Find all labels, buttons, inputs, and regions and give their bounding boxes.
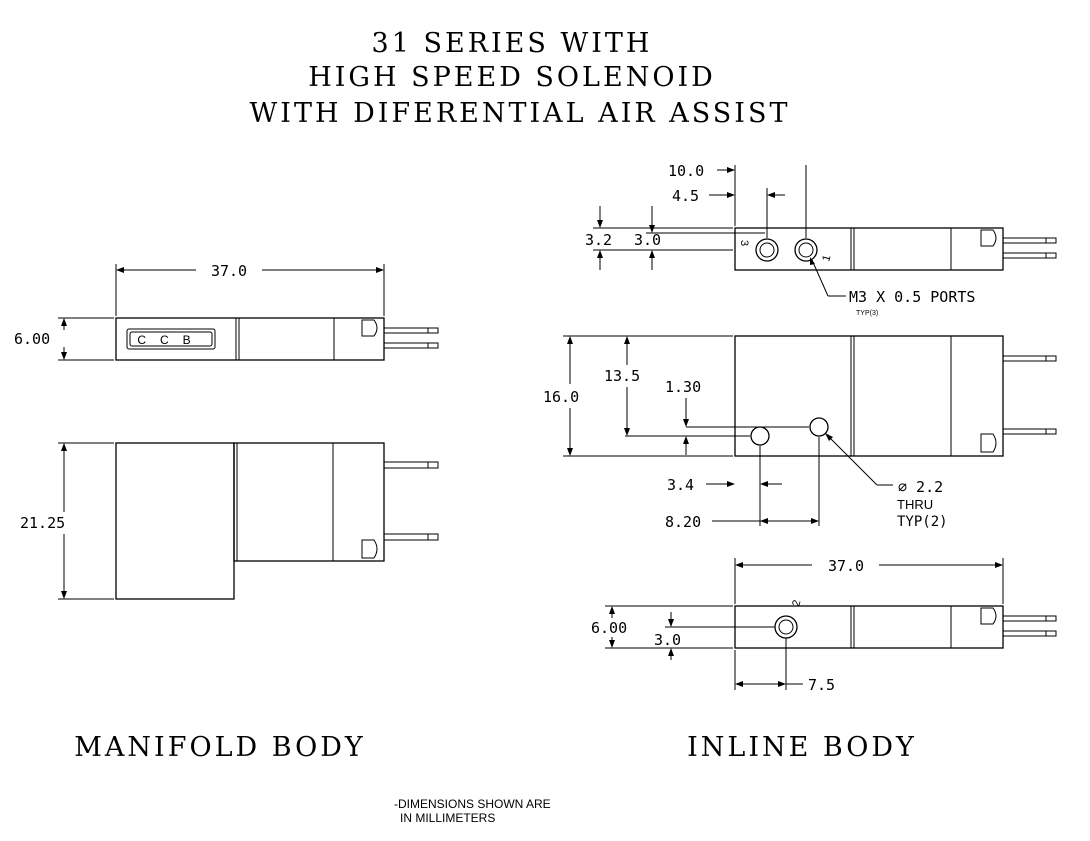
hole-callout-diameter: ⌀ 2.2 xyxy=(898,478,943,496)
inline-dim-3-0-top-text: 3.0 xyxy=(634,231,661,249)
inline-dim-10-0-text: 10.0 xyxy=(668,162,704,180)
manifold-top-view: CCB 37.0 6.00 xyxy=(14,262,439,361)
inline-dim-4-5-text: 4.5 xyxy=(672,187,699,205)
port-1-symbol xyxy=(794,238,818,262)
manifold-side-connector xyxy=(361,539,378,559)
inline-dim-1-30-text: 1.30 xyxy=(665,378,701,396)
manifold-top-connector xyxy=(361,319,378,337)
inline-dim-3-2-and-3-0: 3.2 3.0 xyxy=(585,206,765,270)
hole-callout: ⌀ 2.2 THRU TYP(2) xyxy=(825,433,948,530)
note-line-1: -DIMENSIONS SHOWN ARE xyxy=(394,797,551,811)
drawing-title: 31 SERIES WITH HIGH SPEED SOLENOID WITH … xyxy=(250,28,791,129)
manifold-side-wires xyxy=(384,461,439,541)
note-line-2: IN MILLIMETERS xyxy=(400,811,495,825)
inline-top-body xyxy=(734,227,1004,271)
inline-body-label: INLINE BODY xyxy=(687,732,917,763)
manifold-body-label: MANIFOLD BODY xyxy=(74,732,365,763)
inline-dim-3-4: 3.4 xyxy=(667,446,782,526)
ccb-logo: CCB xyxy=(126,328,216,350)
port-number-1: 1 xyxy=(820,254,833,263)
inline-dim-3-2-text: 3.2 xyxy=(585,231,612,249)
inline-dim-6-00-text: 6.00 xyxy=(591,619,627,637)
manifold-dim-length: 37.0 xyxy=(115,262,385,316)
ccb-logo-text: CCB xyxy=(137,333,204,347)
manifold-dim-thickness: 6.00 xyxy=(14,317,114,361)
inline-side-body xyxy=(734,335,1004,457)
inline-dim-10-0: 10.0 xyxy=(668,162,807,238)
inline-dim-16-0-text: 16.0 xyxy=(543,388,579,406)
thru-hole-1 xyxy=(750,426,770,446)
manifold-dim-length-text: 37.0 xyxy=(211,262,247,280)
port-3-symbol xyxy=(755,238,779,262)
inline-dim-16-0: 16.0 xyxy=(543,335,733,457)
inline-dim-13-5-text: 13.5 xyxy=(604,367,640,385)
inline-side-wires xyxy=(1003,355,1057,435)
inline-dim-8-20-text: 8.20 xyxy=(665,513,701,531)
inline-dim-37-0-text: 37.0 xyxy=(828,557,864,575)
inline-top-connector xyxy=(980,229,997,247)
inline-dim-3-0-bottom-text: 3.0 xyxy=(654,631,681,649)
inline-dim-37-0: 37.0 xyxy=(734,557,1004,604)
inline-dim-13-5: 13.5 xyxy=(604,336,750,437)
manifold-top-body xyxy=(115,317,385,361)
inline-dim-3-0-bottom: 3.0 xyxy=(654,612,775,660)
inline-side-connector xyxy=(980,433,997,453)
ports-callout-typ: TYP(3) xyxy=(856,310,878,317)
inline-side-view: 16.0 13.5 1.30 3.4 xyxy=(543,335,1057,531)
inline-dim-1-30: 1.30 xyxy=(665,378,809,455)
inline-top-view: 3 1 10.0 4.5 xyxy=(585,162,1057,317)
manifold-dim-thickness-text: 6.00 xyxy=(14,330,50,348)
port-2-symbol xyxy=(774,615,798,639)
manifold-dim-height: 21.25 xyxy=(20,442,114,600)
dimensions-note: -DIMENSIONS SHOWN ARE IN MILLIMETERS xyxy=(394,797,551,825)
inline-top-wires xyxy=(1003,237,1057,259)
inline-bottom-wires xyxy=(1003,615,1057,637)
inline-bottom-connector xyxy=(980,607,997,625)
manifold-top-wires xyxy=(384,327,439,349)
manifold-side-view: 21.25 xyxy=(20,442,439,600)
inline-bottom-view: 2 37.0 6.00 3.0 xyxy=(591,557,1057,694)
hole-callout-thru: THRU xyxy=(897,497,933,512)
inline-dim-7-5: 7.5 xyxy=(734,638,835,694)
inline-dim-7-5-text: 7.5 xyxy=(808,676,835,694)
inline-dim-3-4-text: 3.4 xyxy=(667,476,694,494)
ports-callout: M3 X 0.5 PORTS TYP(3) xyxy=(810,257,975,317)
inline-dim-8-20: 8.20 xyxy=(665,437,820,531)
port-number-3: 3 xyxy=(738,240,750,246)
hole-callout-typ: TYP(2) xyxy=(897,514,948,530)
title-line-3: WITH DIFERENTIAL AIR ASSIST xyxy=(250,98,791,129)
manifold-dim-height-text: 21.25 xyxy=(20,514,65,532)
manifold-side-coil xyxy=(233,442,385,562)
inline-dim-4-5: 4.5 xyxy=(672,187,785,238)
title-line-2: HIGH SPEED SOLENOID xyxy=(308,62,716,93)
thru-hole-2 xyxy=(809,417,829,437)
ports-callout-text: M3 X 0.5 PORTS xyxy=(849,288,975,306)
port-number-2: 2 xyxy=(790,599,803,608)
manifold-side-base xyxy=(115,442,235,600)
title-line-1: 31 SERIES WITH xyxy=(372,28,653,59)
inline-dim-6-00: 6.00 xyxy=(591,605,733,649)
